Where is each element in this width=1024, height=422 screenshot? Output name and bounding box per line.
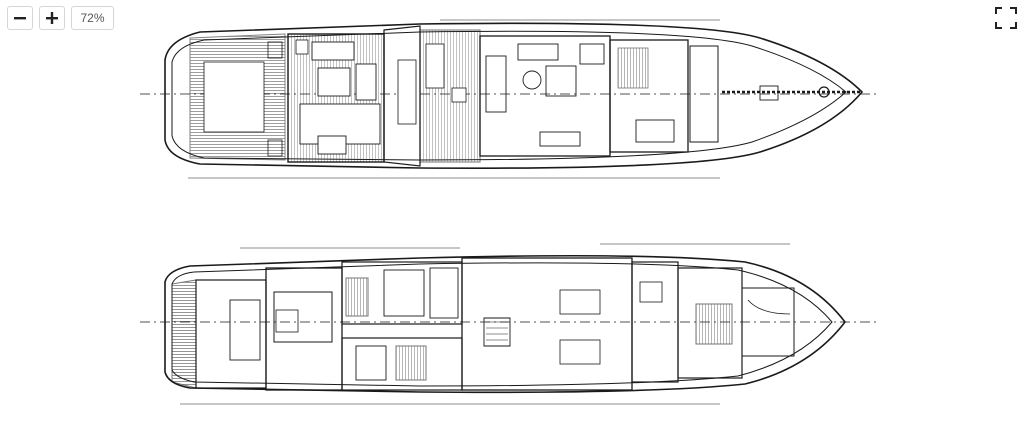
zoom-in-button[interactable]	[39, 6, 65, 30]
plus-icon	[46, 12, 58, 24]
lower-deck-plan	[140, 243, 880, 405]
zoom-level: 72%	[71, 6, 114, 30]
fullscreen-button[interactable]	[994, 6, 1018, 30]
zoom-controls: 72%	[7, 6, 114, 30]
minus-icon	[14, 17, 26, 20]
fullscreen-icon	[995, 7, 1017, 29]
upper-deck-plan	[140, 19, 880, 179]
zoom-out-button[interactable]	[7, 6, 33, 30]
